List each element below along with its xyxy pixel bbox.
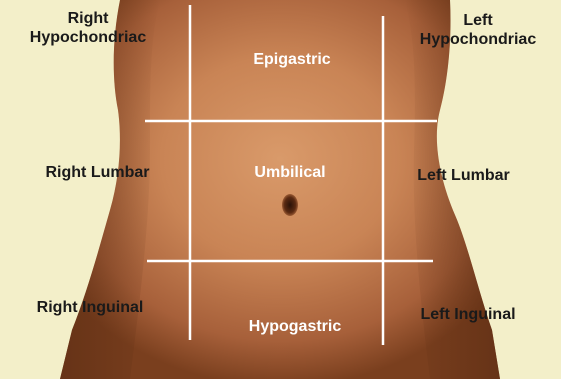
label-right-lumbar: Right Lumbar [25,163,170,182]
label-left-hypochondriac-line1: Left [398,11,558,30]
label-left-lumbar: Left Lumbar [396,166,531,185]
label-right-hypochondriac: Right Hypochondriac [8,9,168,47]
label-umbilical: Umbilical [235,163,345,182]
label-left-hypochondriac: Left Hypochondriac [398,11,558,49]
label-right-hypochondriac-line2: Hypochondriac [8,28,168,47]
label-right-hypochondriac-line1: Right [8,9,168,28]
label-left-hypochondriac-line2: Hypochondriac [398,30,558,49]
label-epigastric: Epigastric [232,50,352,69]
label-right-inguinal: Right Inguinal [10,298,170,317]
navel [282,194,298,216]
label-left-inguinal: Left Inguinal [398,305,538,324]
label-hypogastric: Hypogastric [230,317,360,336]
